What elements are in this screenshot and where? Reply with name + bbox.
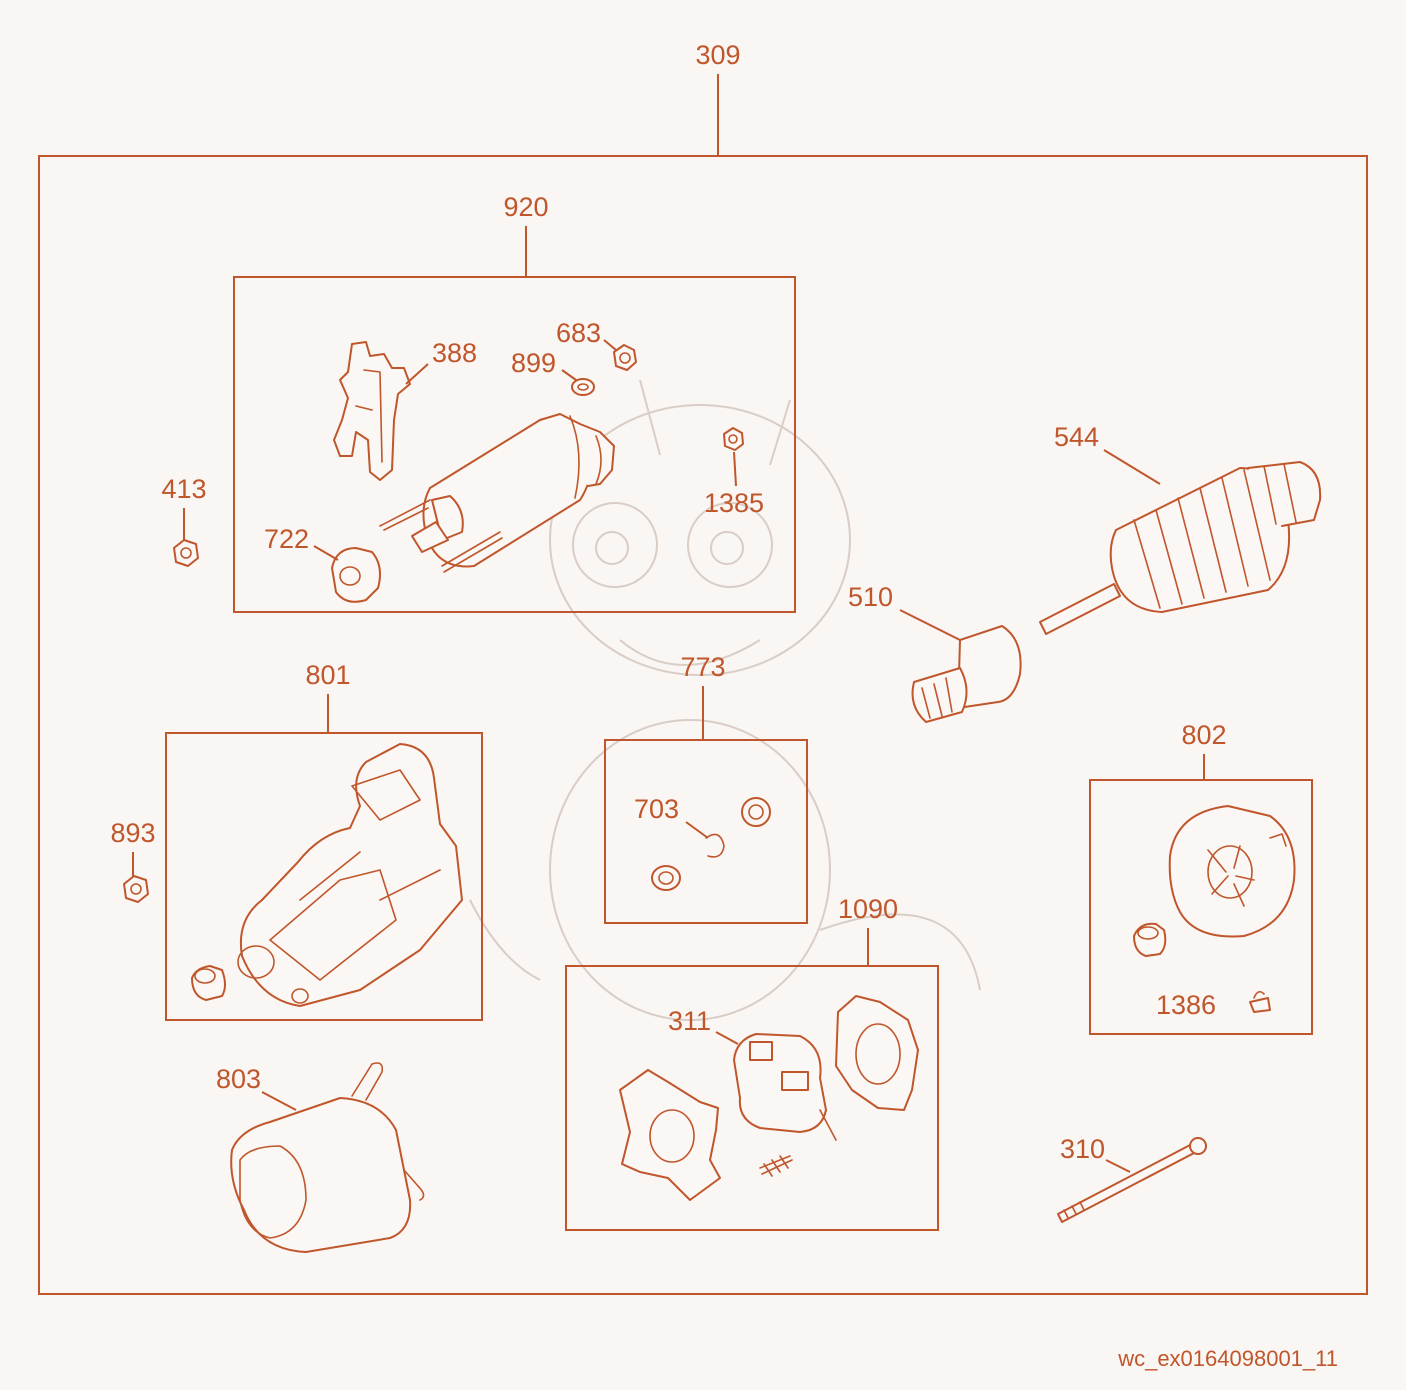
part-801-bushing[interactable] bbox=[191, 965, 226, 1001]
part-703-snap-ring[interactable] bbox=[705, 833, 725, 858]
part-920-solenoid[interactable] bbox=[379, 413, 615, 573]
part-802-end-frame[interactable] bbox=[1168, 805, 1296, 938]
part-801-drive-housing[interactable] bbox=[237, 743, 463, 1007]
part-544-armature[interactable] bbox=[1039, 461, 1322, 635]
label-802[interactable]: 802 bbox=[1181, 720, 1226, 750]
label-309[interactable]: 309 bbox=[695, 40, 740, 70]
label-773[interactable]: 773 bbox=[680, 652, 725, 682]
label-803[interactable]: 803 bbox=[216, 1064, 261, 1094]
frame-801 bbox=[165, 732, 483, 1021]
group-1090: 1090 311 bbox=[565, 894, 939, 1231]
drawing-id: wc_ex0164098001_11 bbox=[1117, 1346, 1338, 1371]
part-1090-retainer-plate[interactable] bbox=[835, 995, 919, 1111]
part-388-shift-lever[interactable] bbox=[333, 341, 411, 481]
label-899[interactable]: 899 bbox=[511, 348, 556, 378]
label-1090[interactable]: 1090 bbox=[838, 894, 898, 924]
part-310-through-bolt[interactable] bbox=[1057, 1137, 1207, 1223]
label-893[interactable]: 893 bbox=[110, 818, 155, 848]
group-802: 802 1386 bbox=[1089, 720, 1313, 1035]
label-703[interactable]: 703 bbox=[634, 794, 679, 824]
frame-802 bbox=[1089, 779, 1313, 1035]
part-893-nut[interactable] bbox=[123, 875, 149, 903]
label-920[interactable]: 920 bbox=[503, 192, 548, 222]
label-722[interactable]: 722 bbox=[264, 524, 309, 554]
group-920: 920 388 683 899 1385 bbox=[233, 192, 796, 613]
label-683[interactable]: 683 bbox=[556, 318, 601, 348]
part-899-washer[interactable] bbox=[571, 378, 595, 396]
part-1090-brush-plate[interactable] bbox=[619, 1069, 721, 1201]
part-510-pinion[interactable] bbox=[911, 625, 1022, 723]
part-413-nut[interactable] bbox=[173, 539, 199, 567]
label-801[interactable]: 801 bbox=[305, 660, 350, 690]
part-1386-clip[interactable] bbox=[1249, 990, 1271, 1013]
part-802-bushing[interactable] bbox=[1133, 922, 1167, 957]
label-544[interactable]: 544 bbox=[1054, 422, 1099, 452]
part-803-yoke[interactable] bbox=[230, 1062, 425, 1253]
label-1386[interactable]: 1386 bbox=[1156, 990, 1216, 1020]
part-1385-nut[interactable] bbox=[723, 427, 744, 451]
label-388[interactable]: 388 bbox=[432, 338, 477, 368]
label-1385[interactable]: 1385 bbox=[704, 488, 764, 518]
frame-309 bbox=[38, 155, 1368, 1295]
part-773-seal-upper[interactable] bbox=[741, 797, 771, 827]
label-310[interactable]: 310 bbox=[1060, 1134, 1105, 1164]
group-801: 801 bbox=[165, 660, 483, 1021]
watermark-mascot bbox=[469, 379, 981, 1021]
label-413[interactable]: 413 bbox=[161, 474, 206, 504]
assembly-309: 309 bbox=[38, 40, 1368, 1295]
part-683-nut[interactable] bbox=[613, 344, 637, 371]
label-311[interactable]: 311 bbox=[668, 1006, 711, 1036]
part-722-boot[interactable] bbox=[331, 547, 381, 603]
frame-773 bbox=[604, 739, 808, 924]
group-773: 773 703 bbox=[604, 652, 808, 924]
part-773-seal-lower[interactable] bbox=[651, 865, 681, 891]
part-1090-spring[interactable] bbox=[759, 1155, 793, 1177]
part-311-brush-holder[interactable] bbox=[733, 1033, 837, 1141]
frame-1090 bbox=[565, 965, 939, 1231]
frame-920 bbox=[233, 276, 796, 613]
label-510[interactable]: 510 bbox=[848, 582, 893, 612]
